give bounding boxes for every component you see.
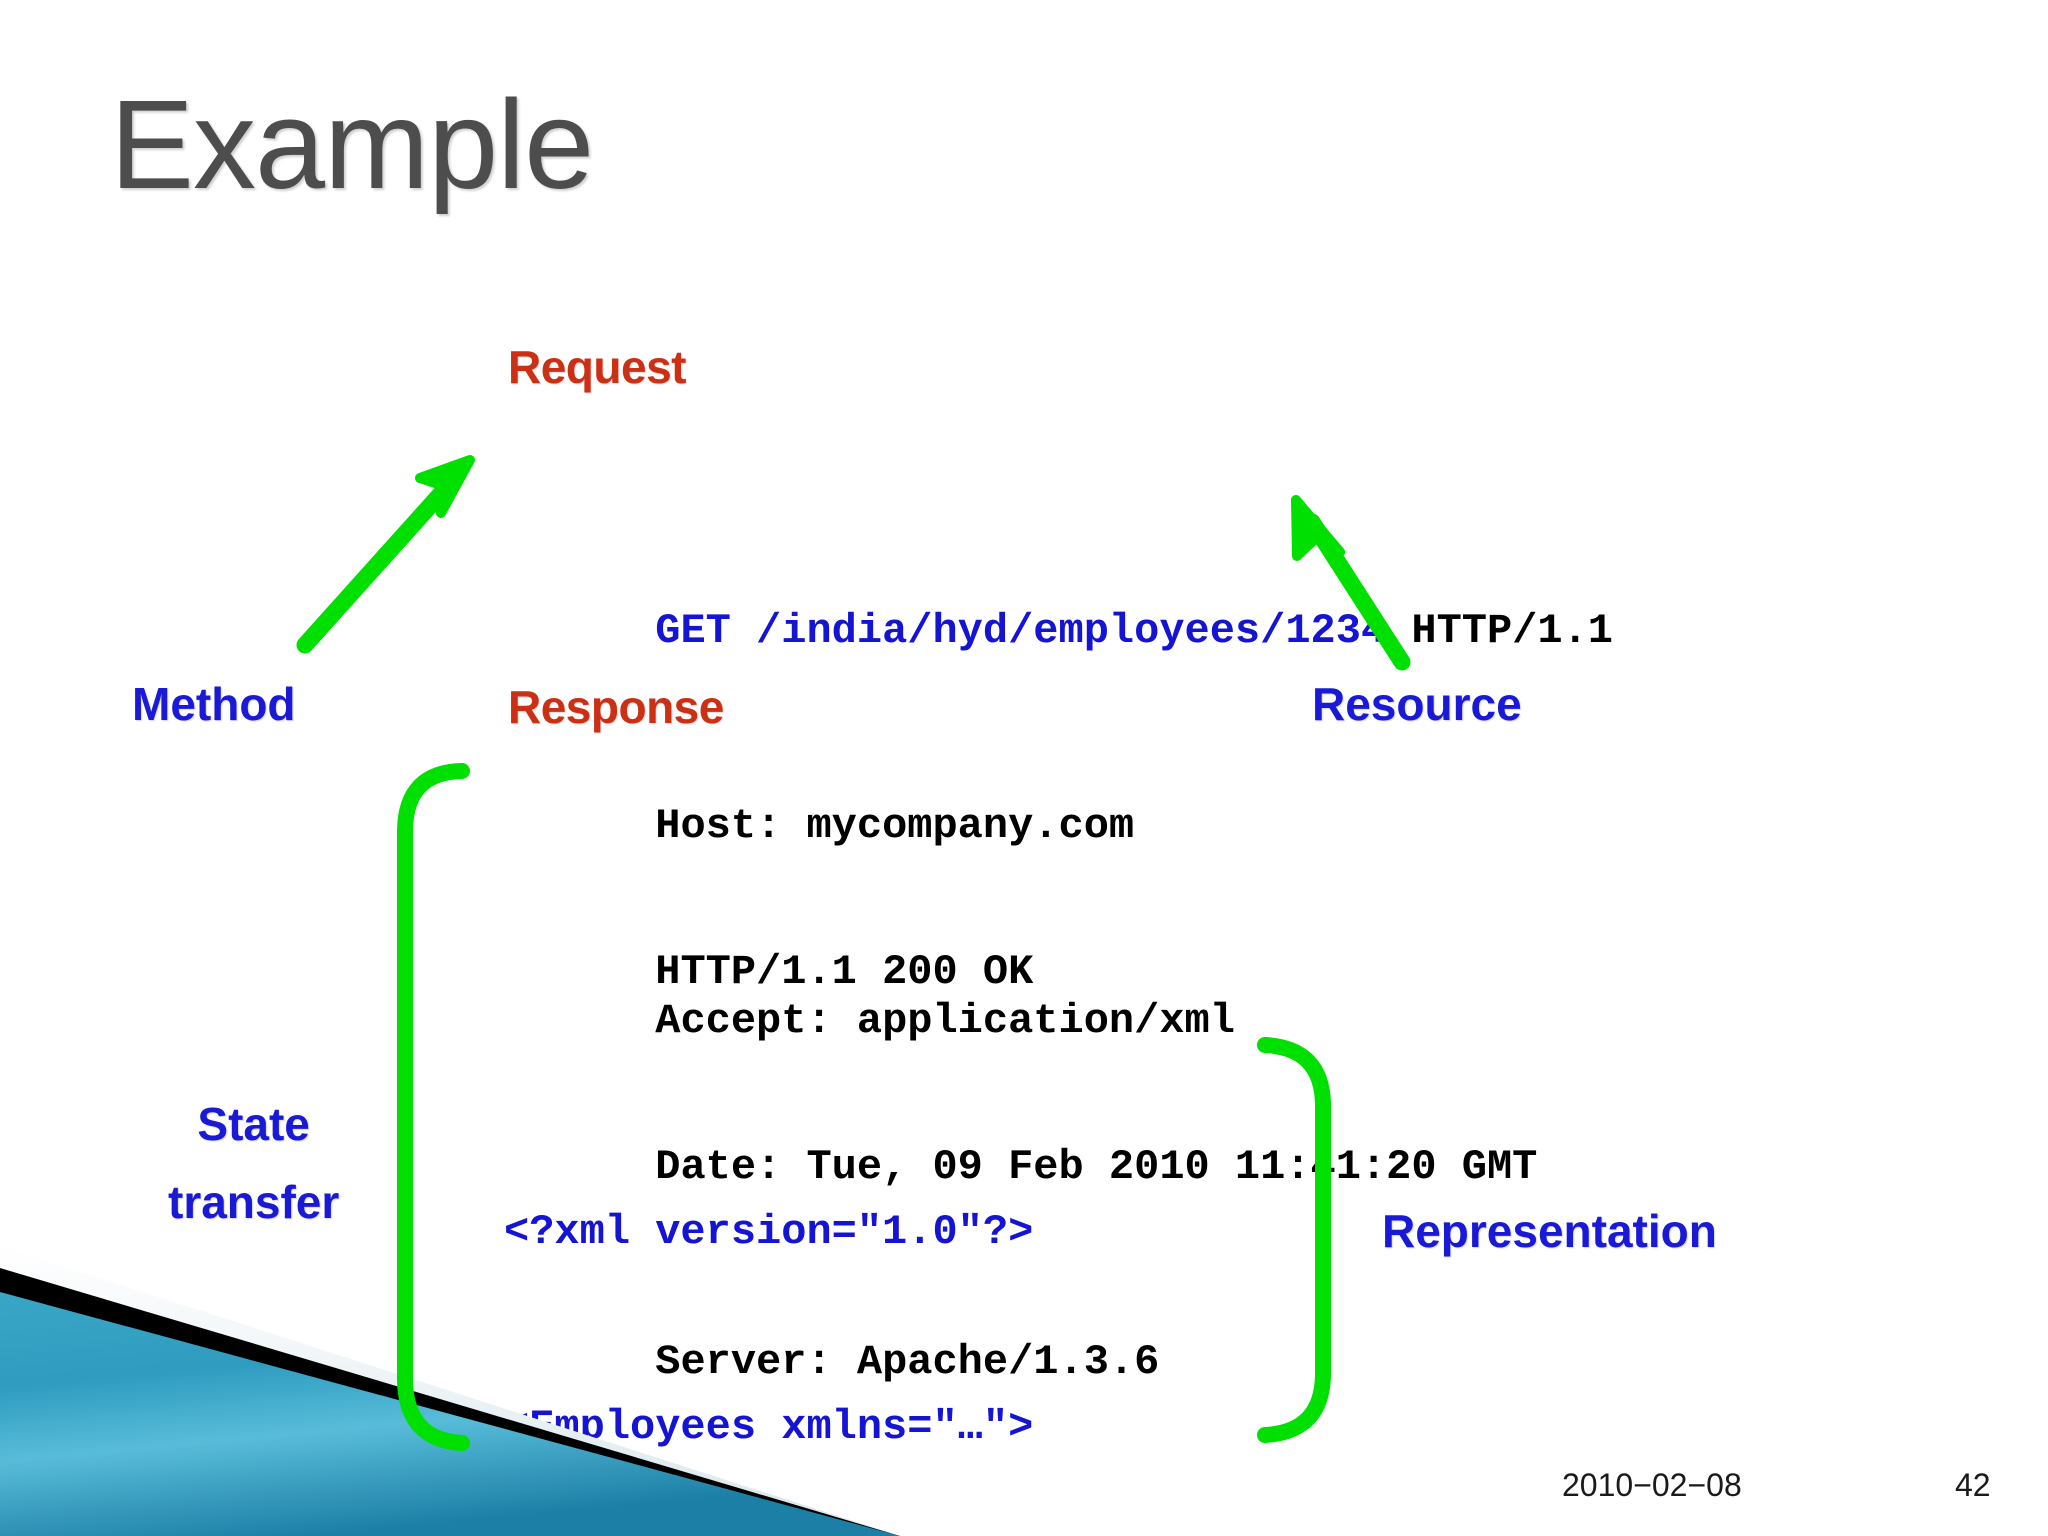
- response-code-block: HTTP/1.1 200 OK Date: Tue, 09 Feb 2010 1…: [504, 745, 1764, 1536]
- footer-page-number: 42: [1955, 1467, 1991, 1503]
- request-header-host: Host: mycompany.com: [655, 802, 1135, 850]
- response-line-1: HTTP/1.1 200 OK: [504, 875, 1764, 996]
- response-heading: Response: [508, 681, 724, 733]
- request-heading: Request: [508, 341, 686, 393]
- annotation-representation: Representation: [1382, 1205, 1717, 1257]
- footer-date: 2010−02−08: [1562, 1467, 1742, 1503]
- annotation-method: Method: [132, 678, 296, 730]
- xml-line-declaration: <?xml version="1.0"?>: [504, 1208, 1034, 1256]
- annotation-resource: Resource: [1312, 678, 1522, 730]
- xml-payload-block: <?xml version="1.0"?> <Employees xmlns="…: [504, 1070, 1084, 1536]
- page-title: Example: [110, 74, 594, 215]
- request-line-2: Host: mycompany.com: [504, 729, 1613, 850]
- request-method-and-path: GET /india/hyd/employees/1234: [655, 607, 1387, 655]
- request-header-accept: Accept: application/xml: [655, 997, 1235, 1045]
- response-status-line: HTTP/1.1 200 OK: [655, 948, 1034, 996]
- request-code-block: GET /india/hyd/employees/1234 HTTP/1.1 H…: [504, 404, 1613, 1119]
- xml-line-employees-open: <Employees xmlns="…">: [504, 1403, 1034, 1451]
- arrow-method: [296, 455, 475, 654]
- annotation-state-transfer: State transfer: [168, 1098, 340, 1228]
- bracket-state-transfer: [397, 763, 470, 1451]
- request-line-1: GET /india/hyd/employees/1234 HTTP/1.1: [504, 534, 1613, 655]
- request-line-3: Accept: application/xml: [504, 924, 1613, 1045]
- request-protocol: HTTP/1.1: [1386, 607, 1613, 655]
